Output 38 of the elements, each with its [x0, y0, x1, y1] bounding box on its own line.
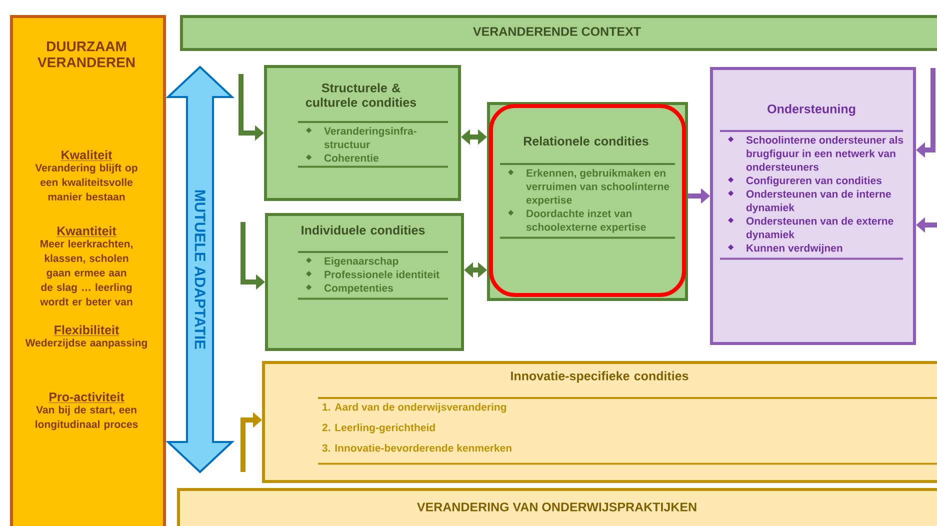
context-band: VERANDERENDE CONTEXT [180, 15, 937, 51]
condition-box [264, 65, 461, 201]
side-panel [10, 15, 166, 526]
list-item: Ondersteunen van de interne dynamiek [746, 190, 891, 214]
description: Meer leerkrachten, klassen, scholen gaan ermee aan de slag … leerling wordt er beter van [40, 240, 132, 306]
list-item: 1. Aard van de onderwijsverandering [322, 403, 506, 413]
list-item: Doordachte inzet van schoolexterne expertise [526, 210, 646, 233]
list-item: Schoolinterne ondersteuner als brugfiguur in een netwerk van ondersteuners [746, 136, 904, 171]
heading: Flexibiliteit [54, 325, 120, 336]
list-item: Coherentie [324, 154, 378, 162]
practice-band: VERANDERING VAN ONDERWIJSPRAKTIJKEN [177, 488, 937, 526]
panel-title: DUURZAAM VERANDEREN [38, 42, 135, 68]
description: Van bij de start, een longitudinaal proces [36, 406, 138, 430]
heading: Relationele condities [524, 136, 648, 146]
list-item: Veranderingsinfra-structuur [324, 127, 416, 148]
heading: Ondersteuning [768, 104, 856, 116]
list-item: Professionele identiteit [324, 270, 440, 278]
condition-box [265, 213, 464, 351]
list-item: 2. Leerling-gerichtheid [322, 424, 435, 434]
list-item: Configureren van condities [746, 176, 882, 186]
heading: Kwantiteit [56, 226, 117, 237]
description: Wederzijdse aanpassing [25, 338, 147, 349]
highlighted-condition-box [487, 102, 688, 301]
heading: Structurele & culturele condities [306, 83, 416, 107]
description: Verandering blijft op een kwaliteitsvolle manier bestaan [35, 164, 138, 200]
heading: Individuele condities [302, 225, 425, 235]
list-item: Erkennen, gebruikmaken en verruimen van schoolinterne expertise [526, 169, 670, 206]
list-item: Eigenaarschap [324, 257, 398, 267]
innovation-box [262, 361, 937, 483]
list-item: 3. Innovatie-bevorderende kenmerken [322, 444, 512, 452]
list-item: Competenties [324, 284, 393, 294]
list-item: Ondersteunen van de externe dynamiek [746, 217, 894, 240]
heading: Innovatie-specifieke condities [511, 371, 688, 383]
heading: Pro-activiteit [48, 392, 125, 403]
heading: Kwaliteit [60, 150, 112, 161]
list-item: Kunnen verdwijnen [746, 244, 842, 254]
support-box [710, 67, 916, 345]
edge-label: MUTUELE ADAPTATIE [194, 188, 206, 351]
